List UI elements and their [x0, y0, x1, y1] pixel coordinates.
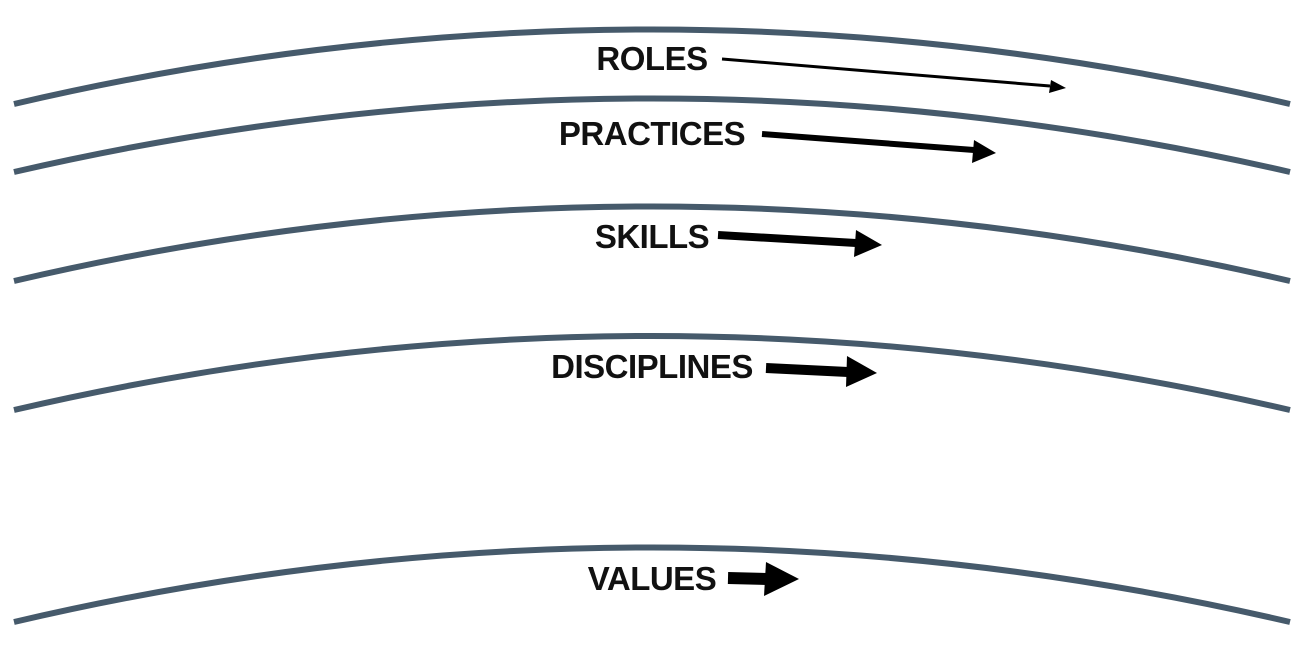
layer-label-disciplines: DISCIPLINES: [551, 348, 753, 385]
layer-values: VALUES: [13, 544, 1291, 625]
arc-skills: [13, 203, 1291, 284]
arrow-icon: [721, 57, 1066, 93]
arrow-icon: [765, 356, 877, 387]
layer-label-practices: PRACTICES: [559, 115, 745, 152]
layer-roles: ROLES: [13, 26, 1291, 107]
layer-skills: SKILLS: [13, 203, 1291, 284]
arc-practices: [13, 95, 1291, 175]
arrow-icon: [761, 131, 996, 163]
arrow-icon: [727, 562, 799, 596]
layer-label-skills: SKILLS: [595, 218, 709, 255]
layer-label-roles: ROLES: [596, 40, 707, 77]
arc-disciplines: [13, 333, 1291, 413]
arc-values: [13, 544, 1291, 625]
arc-roles: [13, 26, 1291, 107]
layer-disciplines: DISCIPLINES: [13, 333, 1291, 413]
layer-practices: PRACTICES: [13, 95, 1291, 175]
layer-label-values: VALUES: [588, 560, 716, 597]
arrow-icon: [717, 230, 882, 257]
